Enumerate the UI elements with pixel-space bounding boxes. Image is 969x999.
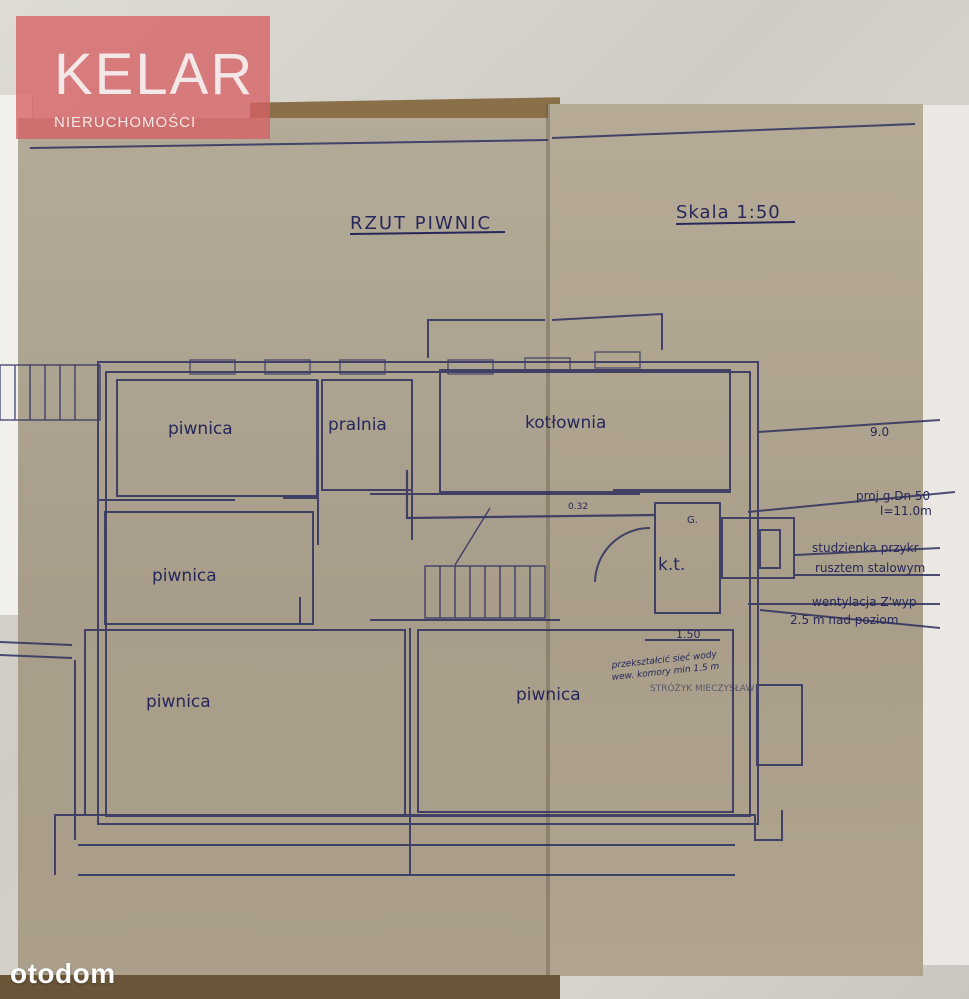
- room-label-piwnica-top-left: piwnica: [168, 419, 233, 439]
- room-label-kotlownia: kotłownia: [525, 413, 606, 433]
- room-label-piwnica-bottom-left: piwnica: [146, 692, 211, 712]
- room-label-kt: k.t.: [658, 555, 685, 575]
- pipe-note-line2: l=11.0m: [880, 504, 932, 518]
- kelar-logo: KELAR NIERUCHOMOŚCI: [16, 16, 270, 139]
- title-underline: [349, 231, 506, 235]
- room-label-pralnia: pralnia: [328, 415, 387, 435]
- pipe-note-line1: proj.g.Dn 50: [856, 489, 930, 503]
- dimension-9: 9.0: [870, 425, 889, 439]
- logo-brand: KELAR: [54, 42, 255, 107]
- dimension-032: 0.32: [568, 502, 588, 512]
- binder-edge: [0, 975, 560, 999]
- label-g: G.: [687, 515, 698, 526]
- white-page-right: [918, 105, 969, 965]
- logo-tagline: NIERUCHOMOŚCI: [54, 114, 197, 131]
- note-studzienka: studzienka przykr: [812, 541, 919, 555]
- drawing-title: RZUT PIWNIC: [350, 213, 492, 234]
- scale-underline: [675, 221, 796, 225]
- room-label-piwnica-middle-left: piwnica: [152, 566, 217, 586]
- note-nad-poziom: 2.5 m nad poziom: [790, 613, 898, 627]
- otodom-watermark: otodom: [10, 958, 116, 989]
- engineer-stamp: STRÓŻYK MIECZYSŁAW: [650, 682, 754, 694]
- note-wentylacja: wentylacja Z'wyp: [812, 595, 916, 609]
- blueprint-sheet-right: [548, 104, 923, 976]
- dimension-150: 1.50: [676, 628, 701, 641]
- note-ruszt: rusztem stalowym: [815, 561, 925, 575]
- sheet-fold: [546, 104, 550, 976]
- room-label-piwnica-bottom-right: piwnica: [516, 685, 581, 705]
- drawing-scale: Skala 1:50: [676, 202, 781, 223]
